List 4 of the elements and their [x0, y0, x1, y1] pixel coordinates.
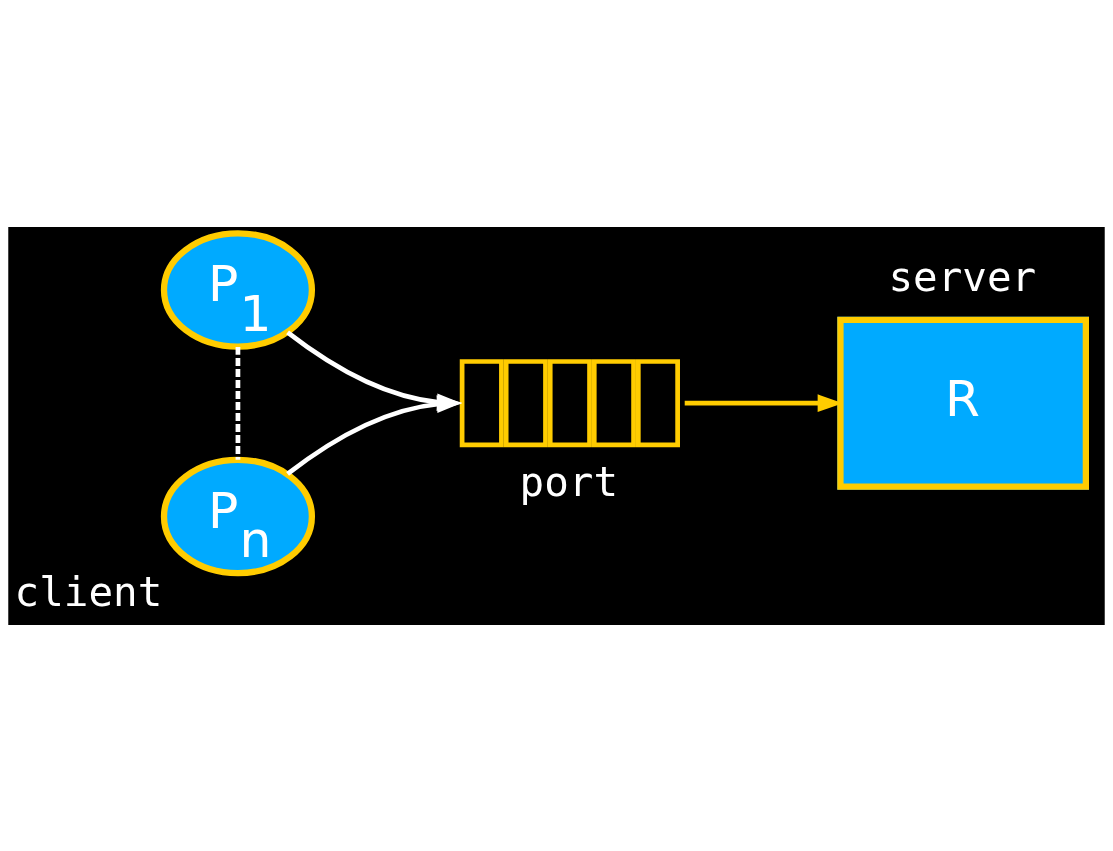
node-label: client	[14, 567, 163, 616]
node-label: server	[888, 252, 1037, 301]
connector	[235, 346, 241, 460]
node-label: port	[519, 457, 619, 506]
